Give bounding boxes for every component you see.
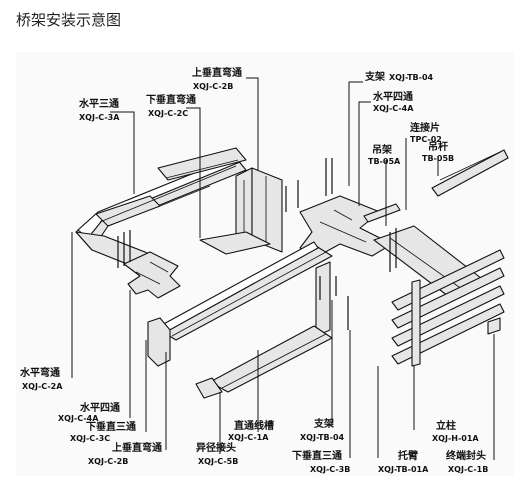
- tray-top-connector: [157, 147, 247, 181]
- tray-cross-left-lines: [135, 261, 169, 285]
- label-code-reducer: XQJ-C-5B: [198, 457, 238, 466]
- leader-vert-up-bend-top: [246, 77, 259, 170]
- label-name-reducer: 异径接头: [196, 441, 236, 454]
- label-code-hanging-rod: TB-05B: [422, 154, 454, 163]
- leader-horiz-cross-top: [358, 101, 371, 206]
- tray-top-right-segment: [431, 149, 509, 197]
- tray-lower-run-line: [221, 333, 327, 389]
- tray-reducer-tip: [195, 377, 223, 399]
- tray-front-diagonal: [159, 245, 333, 341]
- label-code-horiz-cross-bottom: XQJ-C-4A: [58, 414, 99, 423]
- label-name-horiz-tee-left: 水平三通: [78, 97, 119, 110]
- tray-cross-left: [123, 251, 181, 299]
- label-code-vert-down-tee-bottom: XQJ-C-3B: [310, 465, 350, 474]
- label-name-support-top: 支架: [364, 70, 385, 83]
- support-rods: [319, 276, 349, 330]
- tray-drawing: [75, 147, 509, 399]
- label-code-vert-down-tee: XQJ-C-3C: [70, 434, 110, 443]
- hanger-rods-left: [117, 230, 131, 268]
- label-name-vert-down-bend: 下垂直弯通: [146, 93, 196, 106]
- end-cap-shape: [487, 317, 501, 335]
- label-name-connector: 连接片: [410, 121, 440, 134]
- label-code-end-cap: XQJ-C-1B: [448, 465, 488, 474]
- tray-lower-run: [209, 325, 333, 393]
- label-code-horiz-bend: XQJ-C-2A: [22, 382, 63, 391]
- label-name-support-bottom: 支架: [313, 417, 334, 430]
- label-name-vert-up-bend-top: 上垂直弯通: [192, 66, 242, 79]
- labels: 上垂直弯通 XQJ-C-2B 支架 XQJ-TB-04 水平三通 XQJ-C-3…: [19, 66, 488, 474]
- label-name-vert-down-tee-bottom: 下垂直三通: [292, 449, 342, 462]
- label-code-support-bottom: XQJ-TB-04: [300, 433, 345, 442]
- label-name-horiz-bend: 水平弯通: [19, 366, 60, 379]
- label-name-horiz-cross-top: 水平四通: [372, 90, 413, 103]
- tray-front-diagonal-top: [159, 241, 319, 333]
- label-name-end-cap: 终端封头: [446, 449, 486, 462]
- label-code-vert-up-bend-bottom: XQJ-C-2B: [88, 457, 128, 466]
- label-code-connector: TPC-02: [410, 135, 442, 144]
- label-name-hanger: 吊架: [372, 143, 392, 156]
- label-code-vert-up-bend-top: XQJ-C-2B: [193, 82, 233, 91]
- tray-vert-bend-face: [251, 167, 283, 253]
- hanger-rods-right: [389, 228, 397, 272]
- label-code-straight-tray: XQJ-C-1A: [228, 433, 269, 442]
- label-name-horiz-cross-bottom: 水平四通: [79, 401, 120, 414]
- tray-short-run: [199, 231, 271, 255]
- label-name-straight-tray: 直通线槽: [234, 419, 274, 432]
- leader-lines: [71, 77, 495, 460]
- label-code-horiz-cross-top: XQJ-C-4A: [373, 104, 414, 113]
- label-name-bracket-arm: 托臂: [398, 449, 418, 462]
- column-post: [411, 279, 421, 367]
- tray-vertical-drop: [315, 261, 331, 337]
- label-code-hanger: TB-05A: [368, 157, 401, 166]
- tray-vertical-panel: [147, 317, 171, 367]
- tray-top-right-line: [439, 151, 501, 181]
- connector-plate: [363, 203, 401, 223]
- tray-upper-left-lines: [99, 165, 237, 223]
- label-name-vert-up-bend-bottom: 上垂直弯通: [112, 441, 162, 454]
- label-code-horiz-tee-left: XQJ-C-3A: [79, 113, 120, 122]
- label-name-vert-down-tee: 下垂直三通: [86, 420, 136, 433]
- tray-front-diagonal-line: [171, 251, 327, 337]
- page-title: 桥架安装示意图: [16, 11, 122, 29]
- label-name-column: 立柱: [436, 419, 456, 432]
- hanger-rods-center: [285, 158, 333, 212]
- label-code-column: XQJ-H-01A: [432, 434, 479, 443]
- tray-top-connector-line: [165, 159, 239, 179]
- label-code-support-top: XQJ-TB-04: [389, 73, 434, 82]
- leader-horiz-tee-left: [110, 111, 135, 194]
- label-name-hanging-rod: 吊杆: [428, 140, 448, 153]
- tray-cross-center: [299, 195, 393, 257]
- leader-vert-down-bend: [186, 107, 201, 238]
- label-code-vert-down-bend: XQJ-C-2C: [148, 109, 188, 118]
- tray-cross-center-lines: [319, 209, 367, 243]
- leader-support-top: [348, 81, 363, 186]
- label-code-bracket-arm: XQJ-TB-01A: [378, 465, 429, 474]
